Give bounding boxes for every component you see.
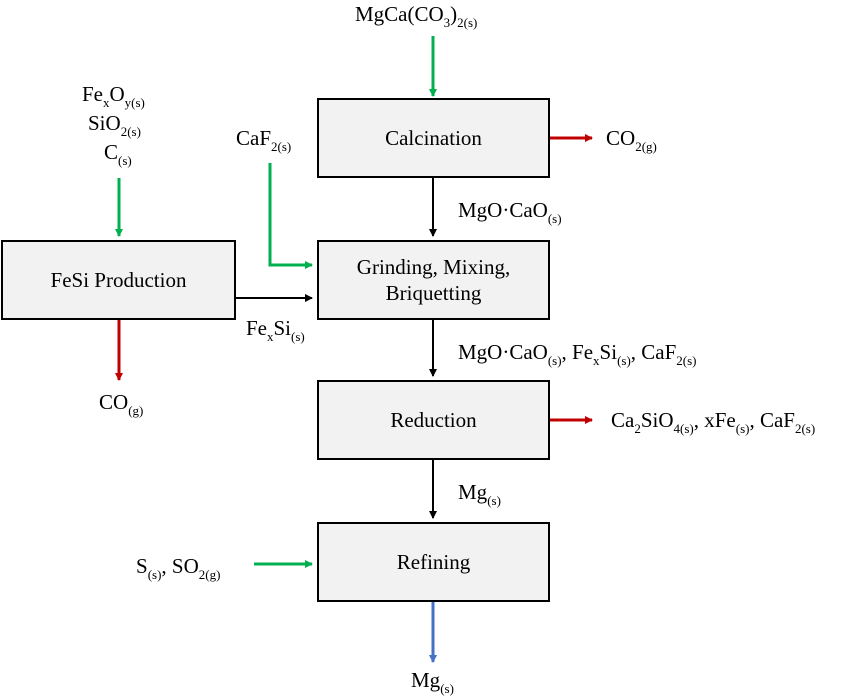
briquette-flow-label: MgO·CaO(s), FexSi(s), CaF2(s) <box>458 340 697 368</box>
reduction-box: Reduction <box>317 380 550 460</box>
refining-feed-label: S(s), SO2(g) <box>136 554 221 582</box>
refining-label: Refining <box>396 549 471 574</box>
fesi-feed-label-1: FexOy(s) <box>82 82 145 110</box>
co-out-label: CO(g) <box>99 390 144 418</box>
fesi-feed-label-3: C(s) <box>104 140 132 168</box>
slag-out-label: Ca2SiO4(s), xFe(s), CaF2(s) <box>611 408 816 436</box>
reduction-label: Reduction <box>390 407 477 432</box>
calcination-box: Calcination <box>317 98 550 178</box>
caf2-feed-label: CaF2(s) <box>236 126 292 154</box>
mgo-cao-label: MgO·CaO(s) <box>458 198 562 226</box>
dolomite-feed-label: MgCa(CO3)2(s) <box>355 2 478 30</box>
fesi-production-label: FeSi Production <box>50 267 187 292</box>
refining-box: Refining <box>317 522 550 602</box>
grinding-label-line2: Briquetting <box>385 281 482 305</box>
co2-out-label: CO2(g) <box>606 126 657 154</box>
fesi-feed-label-2: SiO2(s) <box>88 111 141 139</box>
mg-vapor-label: Mg(s) <box>458 480 501 508</box>
grinding-label-line1: Grinding, Mixing, <box>356 254 511 279</box>
arrow-caf2-feed <box>268 163 313 269</box>
grinding-box: Grinding, Mixing, Briquetting <box>317 240 550 320</box>
mg-product-label: Mg(s) <box>411 668 454 696</box>
fesi-production-box: FeSi Production <box>1 240 236 320</box>
calcination-label: Calcination <box>385 125 482 150</box>
fexsi-label: FexSi(s) <box>246 316 305 344</box>
